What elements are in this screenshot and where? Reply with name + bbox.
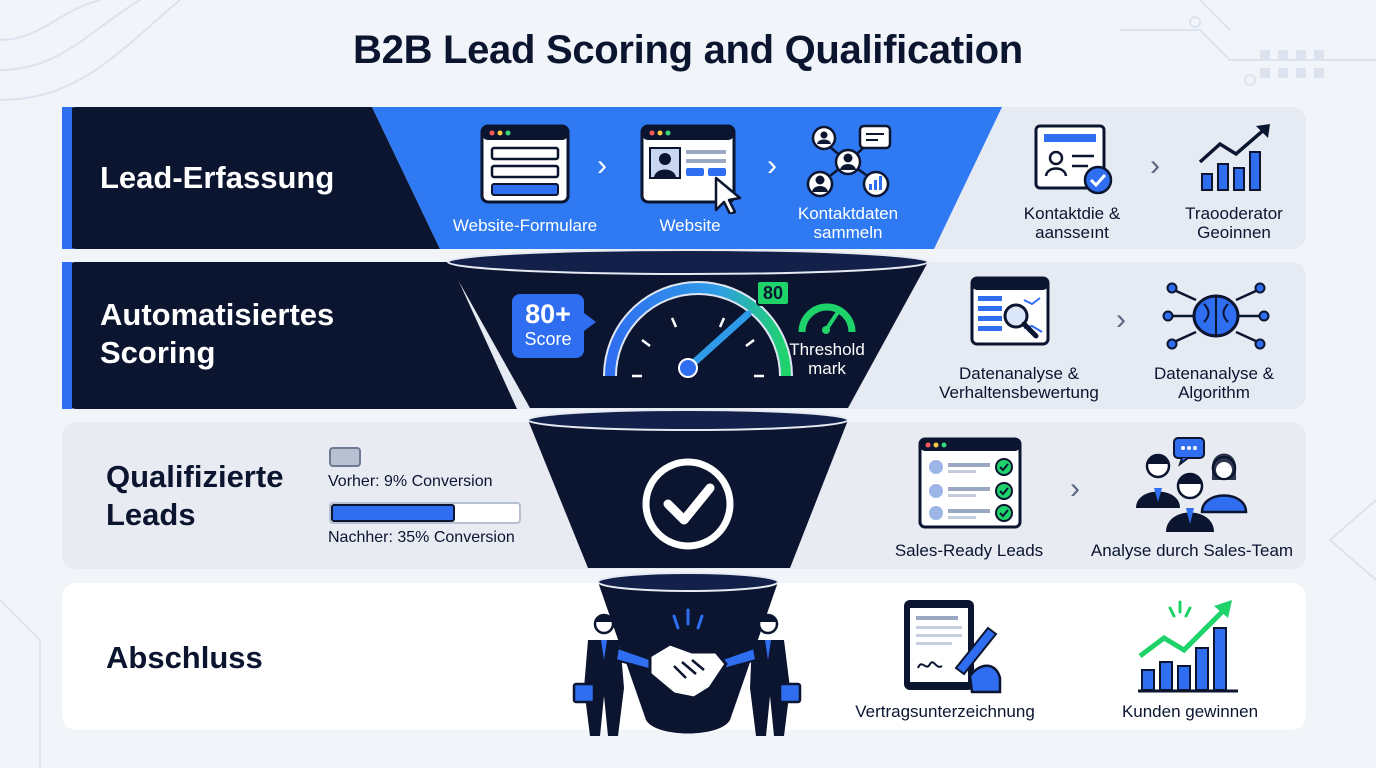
step-caption: Sales-Ready Leads	[894, 541, 1044, 560]
row2-panel	[62, 262, 517, 409]
growth-chart-icon	[1198, 124, 1270, 191]
handshake-deal-icon	[572, 608, 802, 736]
score-badge: 80+ Score	[512, 294, 584, 358]
check-circle-icon	[642, 458, 734, 550]
contract-sign-icon	[904, 600, 1002, 694]
score-label: Score	[524, 329, 572, 349]
threshold-caption: Threshold mark	[789, 340, 865, 378]
step-caption: Kunden gewinnen	[1121, 702, 1259, 721]
stage-label-scoring: Automatisiertes Scoring	[100, 297, 335, 370]
step-caption: Datenanalyse & Algorithm	[1153, 364, 1275, 402]
sales-team-icon	[1136, 437, 1248, 532]
stage-label-closing: Abschluss	[106, 640, 263, 675]
step-caption: Analyse durch Sales-Team	[1090, 541, 1294, 560]
chevron-right-icon: ›	[767, 149, 777, 182]
score-gauge-icon	[603, 281, 793, 378]
conversion-before-bar	[329, 447, 361, 467]
chevron-right-icon: ›	[1150, 149, 1160, 182]
website-cursor-icon	[640, 124, 742, 214]
threshold-gauge-icon	[798, 303, 856, 334]
conversion-after-text: Nachher: 35% Conversion	[328, 529, 515, 546]
step-caption: Website	[659, 216, 721, 235]
conversion-after-track	[329, 502, 521, 524]
chevron-right-icon: ›	[1116, 303, 1126, 336]
chevron-right-icon: ›	[1070, 472, 1080, 505]
badge-pointer	[580, 310, 596, 334]
lead-checklist-icon	[918, 437, 1022, 529]
step-caption: Website-Formulare	[452, 216, 598, 235]
web-form-icon	[480, 124, 570, 204]
data-analysis-icon	[970, 276, 1050, 346]
step-caption: Traooderator Geoinnen	[1185, 204, 1283, 242]
stage-label-capture: Lead-Erfassung	[100, 160, 335, 195]
gauge-value-badge: 80	[756, 280, 790, 306]
step-caption: Datenanalyse & Verhaltensbewertung	[939, 364, 1099, 402]
step-caption: Kontaktdaten sammeln	[797, 204, 899, 242]
step-caption: Kontaktdie & aansseınt	[1023, 204, 1121, 242]
score-value: 80+	[525, 299, 571, 329]
chevron-right-icon: ›	[597, 149, 607, 182]
step-caption: Vertragsunterzeichnung	[855, 702, 1035, 721]
conversion-before-text: Vorher: 9% Conversion	[328, 473, 493, 490]
page-title: B2B Lead Scoring and Qualification	[353, 28, 1023, 72]
conversion-after-fill	[331, 504, 456, 522]
ai-brain-icon	[1162, 282, 1270, 350]
contact-network-icon	[806, 124, 892, 198]
stage-label-qualified: Qualifizierte Leads	[106, 459, 284, 532]
contact-card-check-icon	[1034, 124, 1113, 195]
customer-growth-icon	[1138, 600, 1238, 693]
